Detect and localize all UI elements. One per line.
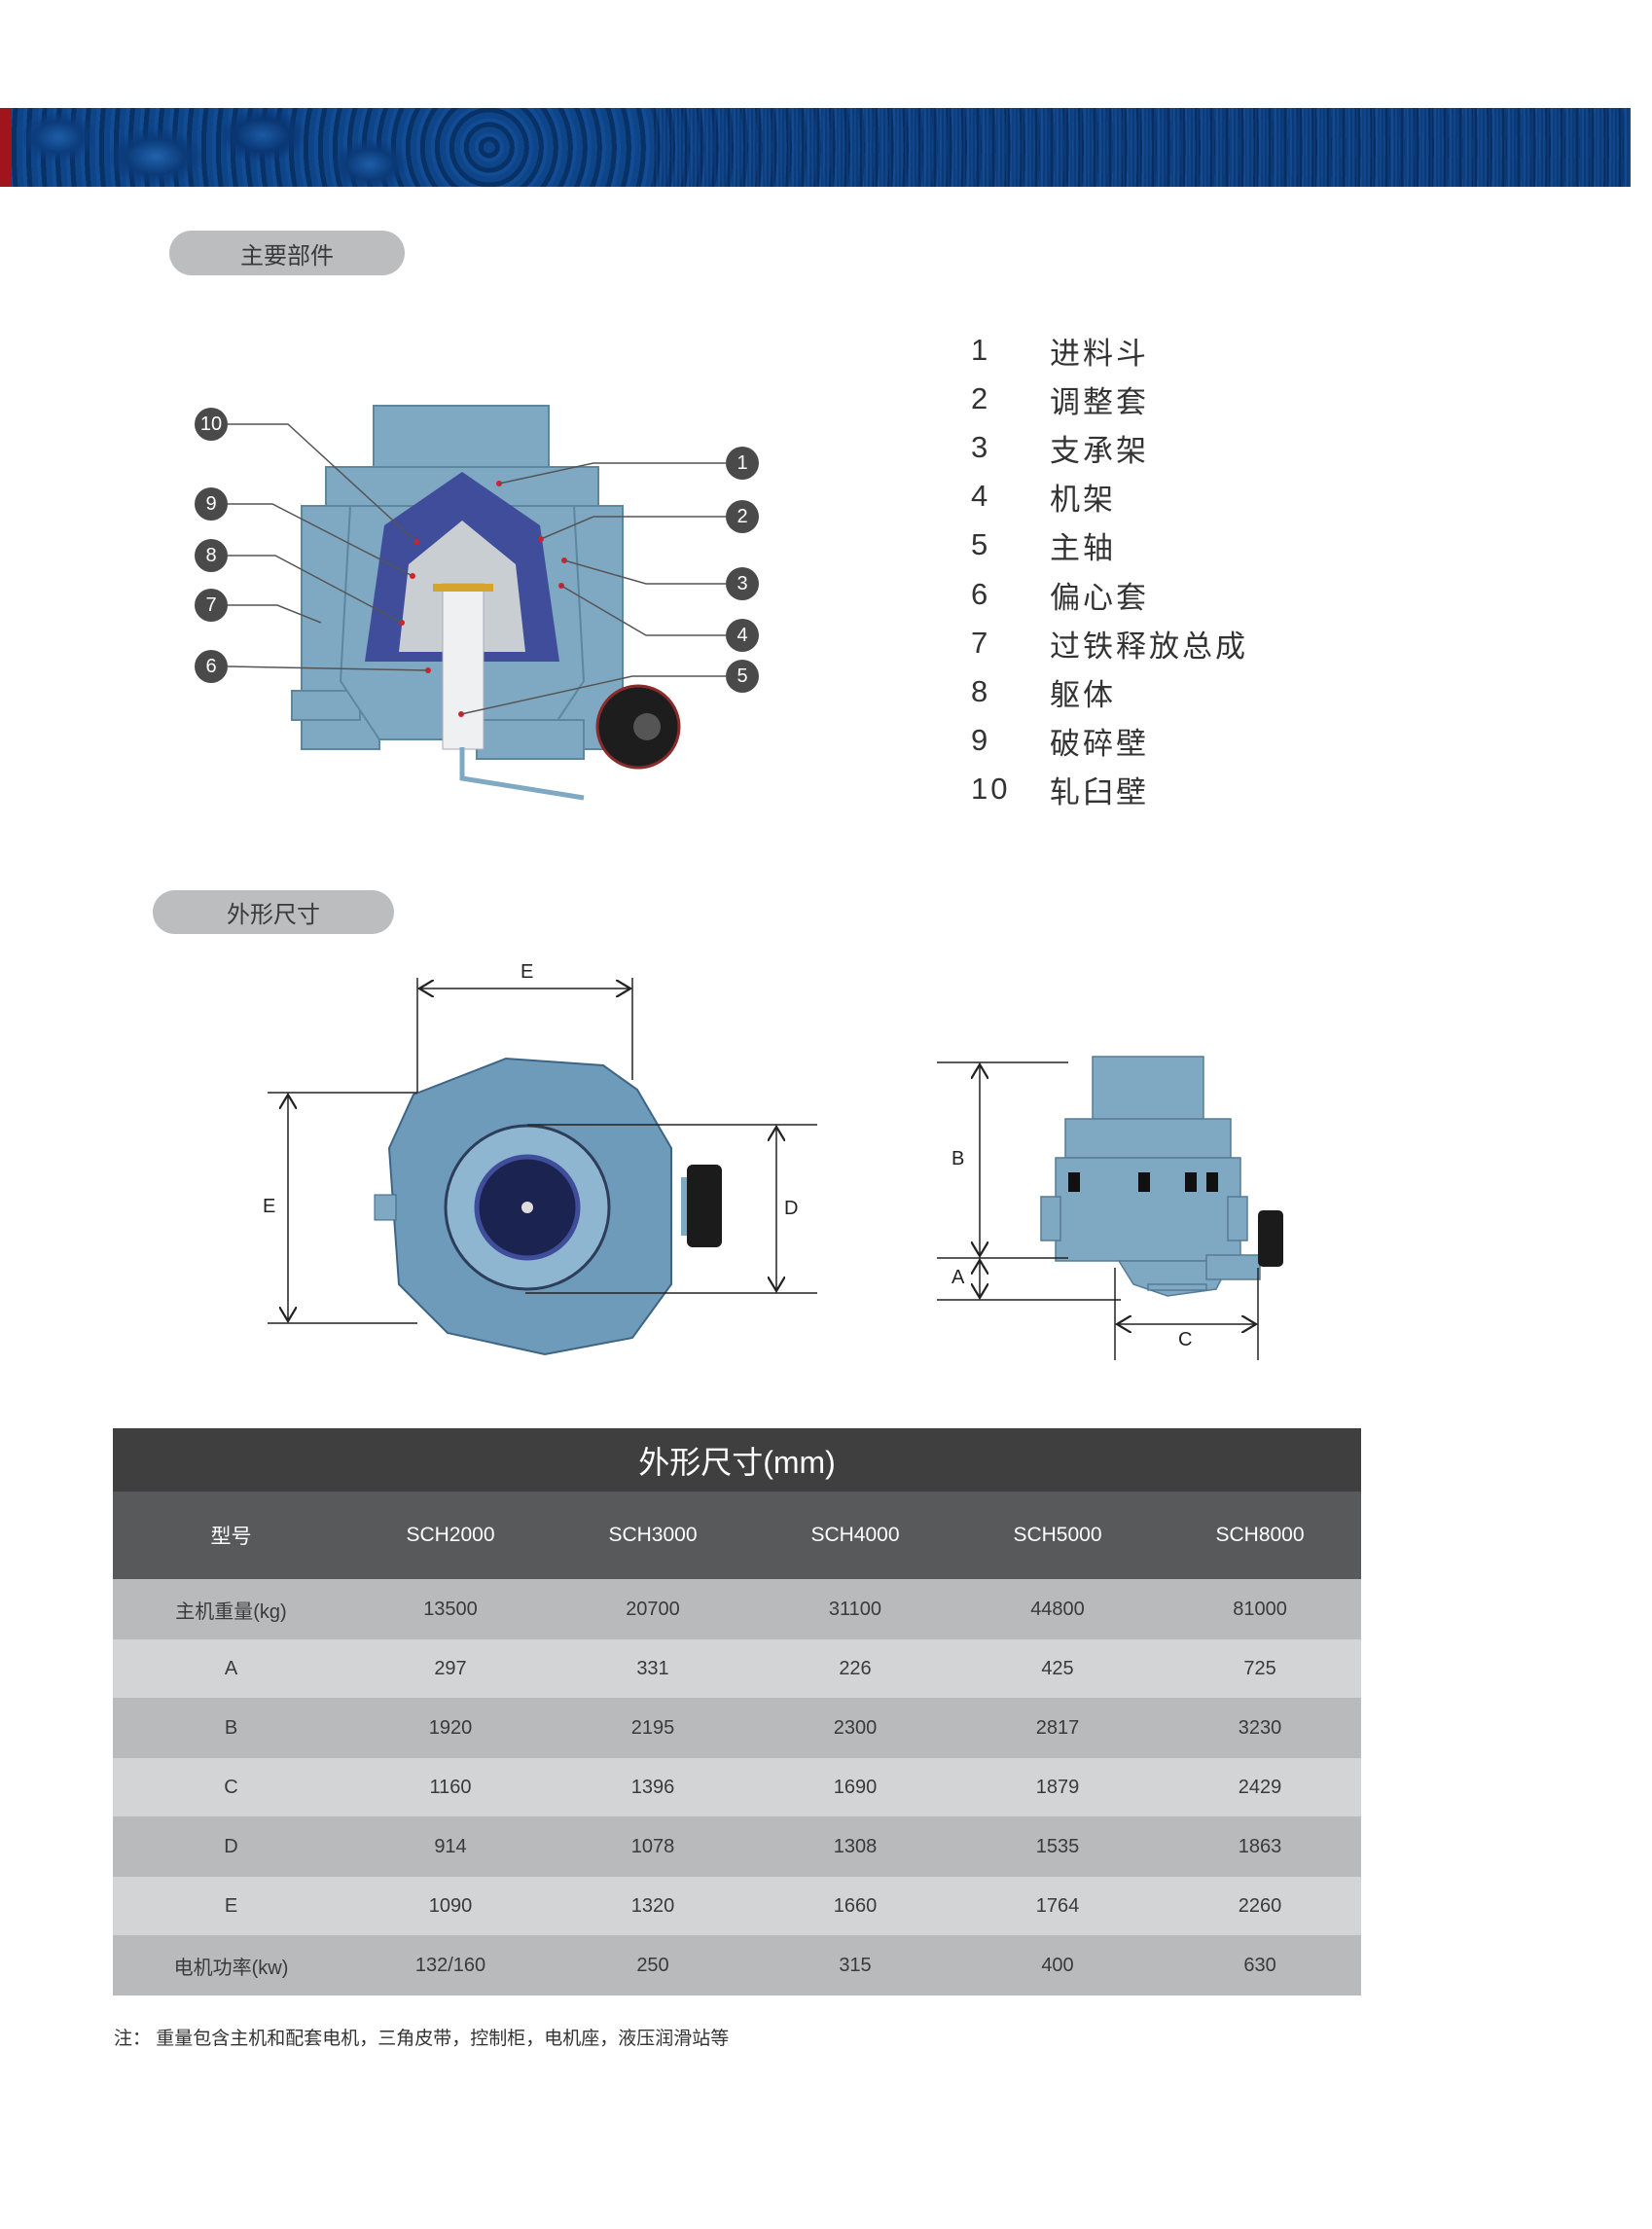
callout-7: 7	[195, 589, 228, 622]
dim-label-b: B	[952, 1148, 965, 1169]
callout-10: 10	[195, 408, 228, 441]
callout-4: 4	[726, 619, 759, 652]
dimension-drawings	[268, 978, 1283, 1360]
side-pulley	[1258, 1210, 1283, 1267]
section-label-dimensions: 外形尺寸	[153, 890, 394, 934]
section-label-main-parts: 主要部件	[169, 231, 405, 275]
callout-5: 5	[726, 660, 759, 693]
dim-label-c: C	[1178, 1329, 1193, 1350]
side-view-dimension-lines	[937, 1061, 1259, 1360]
table-title: 外形尺寸(mm)	[113, 1428, 1362, 1492]
banner-red-strip	[0, 108, 12, 187]
dim-label-e-top: E	[521, 961, 534, 983]
callout-2: 2	[726, 500, 759, 533]
top-view-machine	[374, 1057, 722, 1356]
leader-lines	[227, 423, 726, 715]
side-view-cylinders	[1068, 1172, 1218, 1192]
footnote: 注： 重量包含主机和配套电机，三角皮带，控制柜，电机座，液压润滑站等	[114, 2029, 730, 2049]
dim-label-a: A	[952, 1267, 965, 1288]
callout-1: 1	[726, 447, 759, 480]
callout-6: 6	[195, 650, 228, 683]
main-shaft	[442, 583, 485, 750]
callout-8: 8	[195, 539, 228, 572]
callout-3: 3	[726, 567, 759, 600]
callout-9: 9	[195, 487, 228, 521]
dim-label-d: D	[784, 1198, 799, 1219]
header-banner	[0, 108, 1631, 187]
crusher-cutaway-illustration	[227, 405, 726, 801]
top-view-dimension-lines	[268, 978, 817, 1324]
dim-label-e-left: E	[263, 1196, 276, 1217]
crusher-body	[291, 405, 624, 760]
pulley	[687, 1165, 722, 1247]
